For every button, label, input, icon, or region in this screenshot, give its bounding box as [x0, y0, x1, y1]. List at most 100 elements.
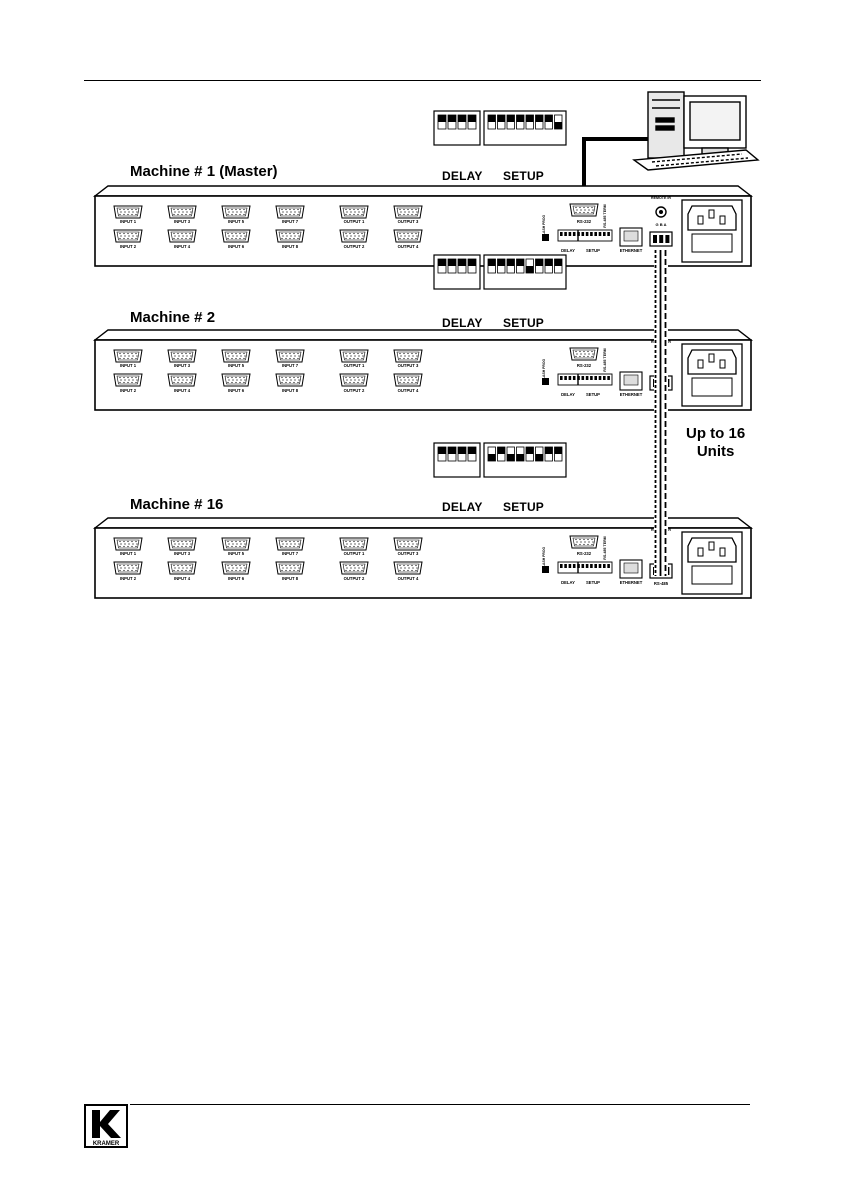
flash-prog-label: FLASH PROG: [542, 547, 546, 570]
input-connector: [113, 373, 143, 387]
ethernet-port: [619, 227, 643, 247]
remote-ir-label: REMOTE IR: [651, 196, 671, 200]
output-connector: [339, 229, 369, 243]
input-connector: [275, 537, 305, 551]
chassis-top: [92, 517, 754, 529]
input-label: INPUT 6: [228, 388, 245, 393]
remote-ir-jack: [655, 350, 667, 362]
input-connector: [167, 537, 197, 551]
rs485-label: RS-485: [654, 581, 669, 586]
output-connector: [393, 537, 423, 551]
input-label: INPUT 3: [174, 363, 191, 368]
input-label: INPUT 7: [282, 219, 299, 224]
rs232-port: [569, 535, 599, 549]
delay-switch-bank: [433, 110, 481, 146]
output-label: OUTPUT 3: [398, 551, 419, 556]
input-label: INPUT 8: [282, 244, 299, 249]
input-label: INPUT 4: [174, 388, 191, 393]
rs485-terminal: [649, 563, 673, 579]
input-connector: [113, 537, 143, 551]
input-connector: [167, 373, 197, 387]
header-rule: [84, 80, 761, 81]
input-connector: [221, 229, 251, 243]
remote-ir-label: REMOTE IR: [651, 340, 671, 344]
input-connector: [275, 373, 305, 387]
power-inlet-frame: [681, 343, 743, 407]
input-connector: [221, 537, 251, 551]
input-label: INPUT 3: [174, 551, 191, 556]
remote-ir-jack: [655, 538, 667, 550]
rs232-label: RS-232: [577, 551, 592, 556]
ethernet-port: [619, 371, 643, 391]
output-label: OUTPUT 1: [344, 219, 365, 224]
output-connector: [339, 349, 369, 363]
output-connector: [393, 349, 423, 363]
input-label: INPUT 5: [228, 363, 245, 368]
input-connector: [221, 205, 251, 219]
panel-delay-label: DELAY: [561, 248, 575, 253]
output-label: OUTPUT 2: [344, 576, 365, 581]
rs232-label: RS-232: [577, 363, 592, 368]
input-connector: [221, 561, 251, 575]
machine-2-title: Machine # 2: [130, 309, 216, 326]
flash-prog-label: FLASH PROG: [542, 359, 546, 382]
input-label: INPUT 1: [120, 551, 137, 556]
ethernet-label: ETHERNET: [620, 248, 643, 253]
rs485-label: RS-485: [654, 249, 669, 254]
machine-16: INPUT 1 INPUT 2 INPUT 3 INPUT 4 INPUT 5 INPUT…: [92, 442, 754, 599]
remote-ir-jack: [655, 206, 667, 218]
rs485-terminal: [649, 375, 673, 391]
machine-16-title: Machine # 16: [130, 496, 224, 513]
rear-panel: [94, 339, 752, 411]
input-connector: [275, 205, 305, 219]
output-label: OUTPUT 4: [398, 576, 419, 581]
input-label: INPUT 7: [282, 363, 299, 368]
input-label: INPUT 8: [282, 576, 299, 581]
computer-icon: [632, 91, 760, 171]
input-label: INPUT 2: [120, 388, 137, 393]
output-label: OUTPUT 2: [344, 388, 365, 393]
input-connector: [275, 349, 305, 363]
output-label: OUTPUT 3: [398, 363, 419, 368]
units-label-line2: Units: [696, 443, 735, 460]
input-connector: [275, 561, 305, 575]
flash-prog-label: FLASH PROG: [542, 215, 546, 238]
ethernet-port: [619, 559, 643, 579]
panel-dip-switch: [557, 561, 613, 574]
rs485-term-label: RS-485 TERM: [603, 348, 607, 371]
rs485-term-label: RS-485 TERM: [603, 536, 607, 559]
logo-brand-text: KRAMER: [93, 1141, 120, 1147]
panel-dip-switch: [557, 373, 613, 386]
fuse-holder: [691, 233, 733, 253]
chassis-top: [92, 329, 754, 341]
input-connector: [167, 349, 197, 363]
rs485-terminal: [649, 231, 673, 247]
input-label: INPUT 5: [228, 219, 245, 224]
rs485-term-label: RS-485 TERM: [603, 204, 607, 227]
flash-prog-button: [542, 378, 549, 385]
input-label: INPUT 4: [174, 576, 191, 581]
output-connector: [393, 229, 423, 243]
power-socket: [687, 537, 737, 563]
output-label: OUTPUT 1: [344, 551, 365, 556]
output-connector: [393, 373, 423, 387]
setup-label-16: SETUP: [503, 500, 545, 514]
setup-switch-bank: [483, 442, 567, 478]
input-label: INPUT 5: [228, 551, 245, 556]
input-label: INPUT 3: [174, 219, 191, 224]
delay-switch-bank: [433, 442, 481, 478]
input-label: INPUT 2: [120, 576, 137, 581]
chassis-top: [92, 185, 754, 197]
rear-panel: [94, 527, 752, 599]
units-label: Up to 16 Units: [686, 425, 745, 461]
input-label: INPUT 8: [282, 388, 299, 393]
rs232-port: [569, 203, 599, 217]
ethernet-label: ETHERNET: [620, 392, 643, 397]
input-connector: [167, 561, 197, 575]
flash-prog-button: [542, 234, 549, 241]
output-label: OUTPUT 4: [398, 388, 419, 393]
delay-switch-bank: [433, 254, 481, 290]
